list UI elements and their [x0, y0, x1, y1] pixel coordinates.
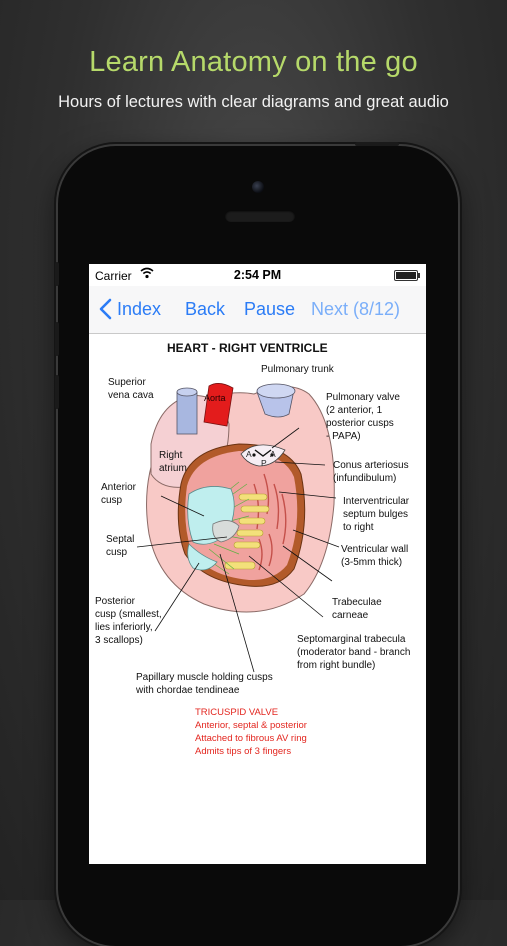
label-svc: Superior vena cava	[108, 377, 154, 401]
label-septum: Interventricular septum bulges to right	[343, 496, 412, 533]
cusp-letter-a1: A	[246, 449, 252, 459]
label-papillary: Papillary muscle holding cusps with chor…	[135, 672, 276, 696]
diagram-title: HEART - RIGHT VENTRICLE	[167, 341, 328, 355]
pause-button[interactable]: Pause	[244, 299, 296, 319]
battery-icon	[394, 270, 420, 281]
phone-screen: Carrier 2:54 PM Index Back Pause Next (8…	[89, 264, 426, 864]
earpiece-speaker	[225, 210, 295, 222]
label-posterior-cusp: Posterior cusp (smallest, lies inferiorl…	[95, 596, 164, 646]
power-button	[355, 142, 399, 146]
index-button[interactable]: Index	[117, 299, 162, 319]
volume-down-button	[55, 375, 59, 409]
status-time: 2:54 PM	[233, 268, 282, 282]
label-pulmonary-trunk: Pulmonary trunk	[261, 364, 335, 375]
navigation-bar: Index Back Pause Next (8/12)	[89, 286, 426, 334]
carrier-label: Carrier	[95, 269, 132, 283]
label-conus: Conus arteriosus (infundibulum)	[333, 460, 411, 484]
label-septal-cusp: Septal cusp	[106, 534, 137, 558]
label-trabeculae: Trabeculae carneae	[332, 597, 384, 621]
label-septomarginal: Septomarginal trabecula (moderator band …	[297, 634, 413, 671]
cusp-letter-a2: A	[270, 449, 276, 459]
note-line-1: Anterior, septal & posterior	[195, 720, 307, 731]
note-line-2: Attached to fibrous AV ring	[195, 733, 307, 744]
note-title: TRICUSPID VALVE	[195, 707, 278, 718]
tricuspid-notes: TRICUSPID VALVE Anterior, septal & poste…	[195, 707, 307, 757]
label-right-atrium: Right atrium	[159, 450, 187, 474]
back-button[interactable]: Back	[185, 299, 226, 319]
headline: Learn Anatomy on the go	[89, 46, 418, 78]
chevron-left-icon[interactable]	[97, 298, 115, 320]
heart-diagram: A A P HEART - RIGHT VENTRICLE	[95, 341, 413, 757]
mute-switch	[55, 262, 59, 286]
wifi-icon	[140, 267, 154, 279]
label-anterior-cusp: Anterior cusp	[101, 482, 139, 506]
status-bar: Carrier 2:54 PM	[89, 264, 426, 286]
front-camera-icon	[252, 181, 264, 193]
next-button[interactable]: Next (8/12)	[311, 299, 401, 319]
lecture-content: A A P HEART - RIGHT VENTRICLE	[89, 334, 426, 864]
heart-illustration: A A P	[146, 383, 335, 613]
label-aorta: Aorta	[204, 393, 226, 403]
cusp-letter-p: P	[261, 458, 267, 468]
subheadline: Hours of lectures with clear diagrams an…	[58, 93, 449, 111]
note-line-3: Admits tips of 3 fingers	[195, 746, 291, 757]
label-pulmonary-valve: Pulmonary valve (2 anterior, 1 posterior…	[326, 392, 403, 442]
volume-up-button	[55, 322, 59, 356]
label-ventricular-wall: Ventricular wall (3-5mm thick)	[341, 544, 411, 568]
leader-lines	[136, 427, 340, 673]
